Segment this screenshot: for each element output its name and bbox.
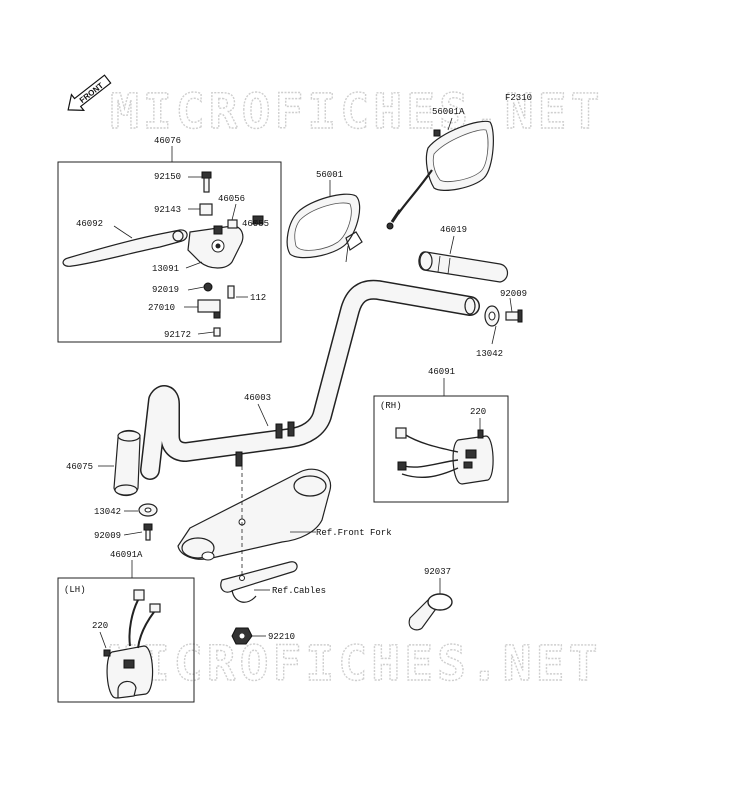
washer-92019 bbox=[203, 282, 213, 292]
callout-27010: 27010 bbox=[148, 303, 175, 313]
callout-92150: 92150 bbox=[154, 172, 181, 182]
callout-92019: 92019 bbox=[152, 285, 179, 295]
callout-220-rh: 220 bbox=[470, 407, 486, 417]
part-46056 bbox=[227, 219, 238, 229]
screw-92172 bbox=[213, 327, 221, 337]
ref-front-fork: Ref.Front Fork bbox=[316, 528, 392, 538]
switch-27010 bbox=[197, 299, 221, 319]
mirror-56001 bbox=[286, 193, 363, 263]
callout-56001: 56001 bbox=[316, 170, 343, 180]
callout-13091: 13091 bbox=[152, 264, 179, 274]
washer-13042-left bbox=[138, 503, 158, 517]
lever-bracket bbox=[187, 225, 244, 269]
bolt-92009-left bbox=[143, 523, 153, 541]
rh-switch-box bbox=[373, 395, 509, 503]
bolt-92150 bbox=[201, 171, 212, 193]
left-grip-46075 bbox=[113, 429, 141, 497]
lever-assembly-box bbox=[57, 161, 282, 343]
bolt-92009-right bbox=[505, 309, 523, 323]
callout-46076: 46076 bbox=[154, 136, 181, 146]
watermark-bottom: MICROFICHES.NET bbox=[108, 636, 601, 692]
callout-13042-left: 13042 bbox=[94, 507, 121, 517]
callout-220-lh: 220 bbox=[92, 621, 108, 631]
callout-92172: 92172 bbox=[164, 330, 191, 340]
clutch-lever bbox=[62, 229, 188, 267]
callout-112: 112 bbox=[250, 293, 266, 303]
mirror-56001A bbox=[386, 120, 494, 230]
cable-bracket bbox=[220, 561, 298, 603]
callout-46091: 46091 bbox=[428, 367, 455, 377]
callout-92037: 92037 bbox=[424, 567, 451, 577]
washer-13042-right bbox=[484, 305, 500, 327]
screw-112 bbox=[227, 285, 235, 299]
callout-46056: 46056 bbox=[218, 194, 245, 204]
rh-label: (RH) bbox=[380, 401, 402, 411]
callout-46019: 46019 bbox=[440, 225, 467, 235]
callout-46055: 46055 bbox=[242, 219, 269, 229]
lh-switch-housing bbox=[103, 589, 161, 699]
callout-92210: 92210 bbox=[268, 632, 295, 642]
watermark-top: MICROFICHES.NET bbox=[110, 84, 603, 140]
callout-46092: 46092 bbox=[76, 219, 103, 229]
collar-92143 bbox=[199, 203, 213, 216]
lh-switch-box bbox=[57, 577, 195, 703]
rh-switch-housing bbox=[395, 427, 494, 485]
throttle-grip-46019 bbox=[418, 251, 509, 283]
ref-cables: Ref.Cables bbox=[272, 586, 326, 596]
handlebar-46003 bbox=[140, 279, 480, 480]
callout-92143: 92143 bbox=[154, 205, 181, 215]
clamp-92037 bbox=[408, 593, 453, 631]
lh-label: (LH) bbox=[64, 585, 86, 595]
front-arrow-icon: FRONT bbox=[67, 74, 112, 112]
callout-46075: 46075 bbox=[66, 462, 93, 472]
callout-92009-left: 92009 bbox=[94, 531, 121, 541]
figure-code: F2310 bbox=[505, 93, 532, 103]
upper-fork-bracket bbox=[177, 466, 332, 588]
callout-46003: 46003 bbox=[244, 393, 271, 403]
callout-56001A: 56001A bbox=[432, 107, 465, 117]
nut-92210 bbox=[231, 627, 253, 645]
callout-46091A: 46091A bbox=[110, 550, 143, 560]
callout-13042-right: 13042 bbox=[476, 349, 503, 359]
callout-92009-right: 92009 bbox=[500, 289, 527, 299]
